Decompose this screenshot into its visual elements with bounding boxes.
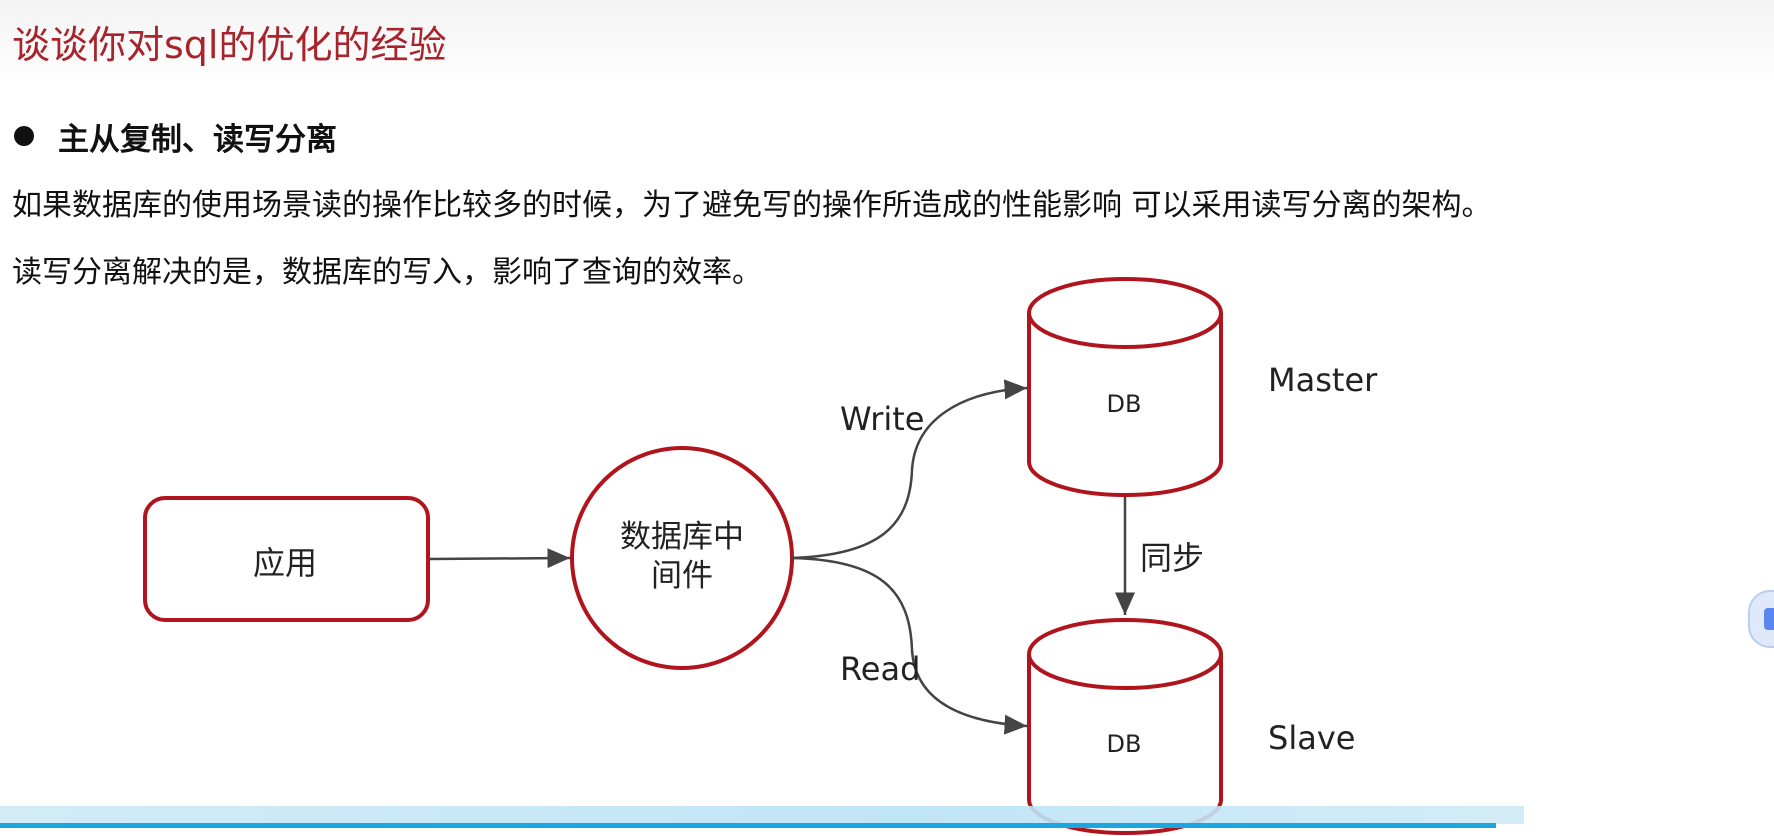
bullet-dot-icon: [14, 126, 34, 146]
side-widget-icon: [1764, 608, 1774, 630]
write-arrow: [791, 379, 1028, 560]
middleware-label: 数据库中间件: [620, 519, 744, 594]
sync-label: 同步: [1140, 539, 1205, 577]
master-db-cylinder: [1027, 277, 1223, 497]
read-arrow: [791, 556, 1028, 735]
bullet-heading: 主从复制、读写分离: [58, 121, 337, 158]
page-title: 谈谈你对sql的优化的经验: [12, 23, 447, 67]
side-float-button[interactable]: [1748, 590, 1774, 648]
app-to-middleware-arrow: [429, 548, 571, 569]
progress-track[interactable]: [0, 806, 1524, 824]
master-label: Master: [1268, 361, 1378, 399]
paragraph-1: 如果数据库的使用场景读的操作比较多的时候，为了避免写的操作所造成的性能影响 可以…: [12, 188, 1492, 223]
master-db-text: DB: [1106, 390, 1142, 418]
slave-db-cylinder: [1027, 618, 1223, 835]
slave-db-text: DB: [1106, 730, 1142, 758]
paragraph-2: 读写分离解决的是，数据库的写入，影响了查询的效率。: [12, 255, 762, 290]
bullet-row: 主从复制、读写分离: [14, 114, 337, 158]
app-box: [143, 496, 430, 622]
slave-label: Slave: [1268, 719, 1356, 757]
write-label: Write: [840, 400, 925, 438]
progress-bar: [0, 823, 1496, 828]
app-label: 应用: [253, 544, 318, 582]
title-bar: 谈谈你对sql的优化的经验: [0, 0, 1774, 84]
read-label: Read: [840, 650, 921, 688]
